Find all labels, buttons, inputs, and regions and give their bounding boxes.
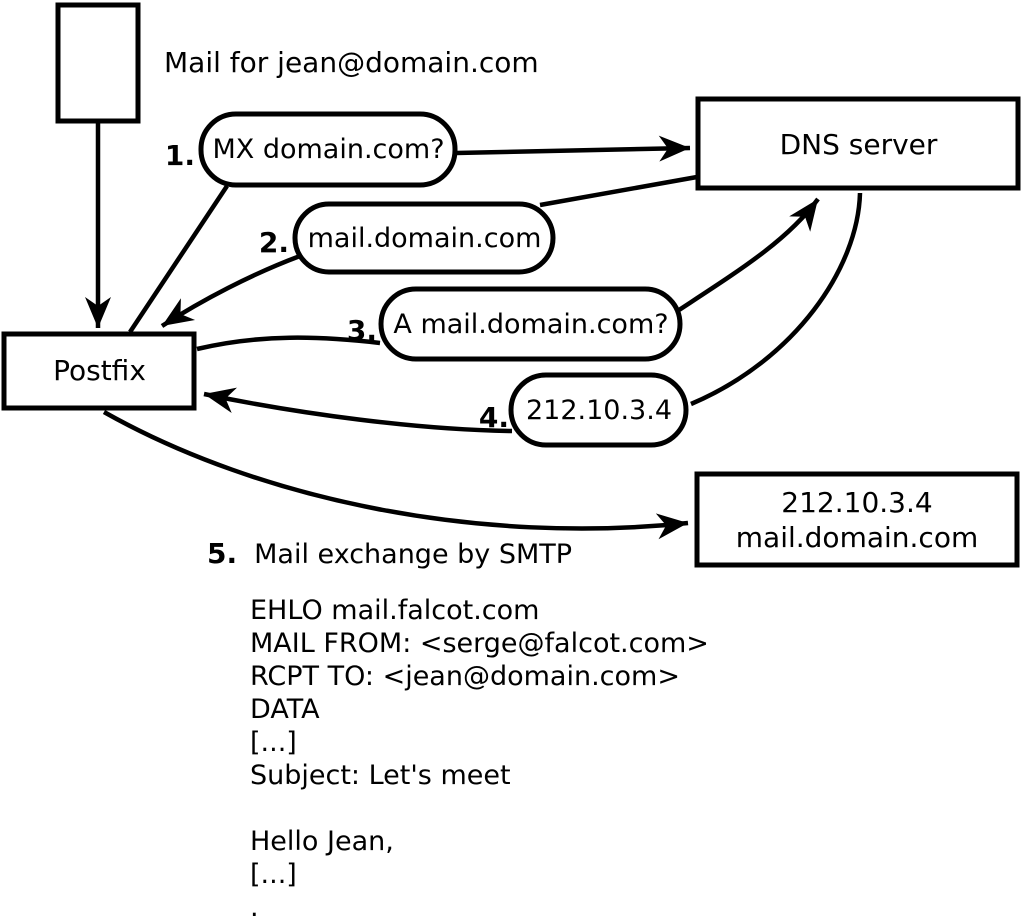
reply4-label: 212.10.3.4 [526,395,672,426]
smtp-line-ellipsis2: [...] [250,859,297,890]
line-postfix-to-query3 [196,335,381,352]
smtp-session-transcript: EHLO mail.falcot.com MAIL FROM: <serge@f… [250,594,720,919]
step5-label: Mail exchange by SMTP [254,539,573,570]
query1-label: MX domain.com? [212,134,445,165]
smtp-line-blank [250,792,720,825]
mail-message-icon [55,2,141,124]
smtp-line-subject: Subject: Let's meet [250,760,511,791]
step4-number: 4. [478,401,509,434]
query3-pill [378,286,683,362]
dns-server-label: DNS server [779,127,938,161]
arrow-query1-to-dns [455,135,691,162]
line-dns-to-reply4 [690,192,863,407]
postfix-box [1,331,197,411]
query1-pill [198,111,458,188]
step2-number: 2. [258,226,289,259]
reply2-pill [292,201,556,275]
smtp-line-mail-from: MAIL FROM: <serge@falcot.com> [250,628,709,659]
postfix-label: Postfix [53,354,146,387]
mail-host-name: mail.domain.com [735,521,979,554]
arrow-postfix-to-mailhost [102,410,689,540]
line-dns-to-reply2 [539,174,698,208]
smtp-line-hello: Hello Jean, [250,826,394,857]
mail-note: Mail for jean@domain.com [164,46,539,79]
step5-caption: 5. Mail exchange by SMTP [207,537,572,570]
step1-number: 1. [164,139,195,172]
smtp-line-end-dot: . [250,892,259,919]
arrow-reply2-to-postfix [160,253,301,328]
step3-number: 3. [346,314,377,347]
reply4-pill [508,372,689,448]
arrow-reply4-to-postfix [203,387,513,434]
query3-label: A mail.domain.com? [393,309,669,340]
step5-number: 5. [207,537,238,570]
smtp-line-data: DATA [250,694,320,725]
smtp-line-rcpt-to: RCPT TO: <jean@domain.com> [250,661,680,692]
smtp-line-ehlo: EHLO mail.falcot.com [250,595,540,626]
reply2-label: mail.domain.com [307,223,542,254]
dns-server-box [695,96,1021,191]
mail-host-ip: 212.10.3.4 [781,486,933,519]
smtp-line-ellipsis1: [...] [250,727,297,758]
line-postfix-to-query1 [128,184,229,334]
mail-host-label: 212.10.3.4 mail.domain.com [694,472,1020,568]
arrow-query3-to-dns [677,197,820,312]
mail-host-box [694,471,1020,568]
